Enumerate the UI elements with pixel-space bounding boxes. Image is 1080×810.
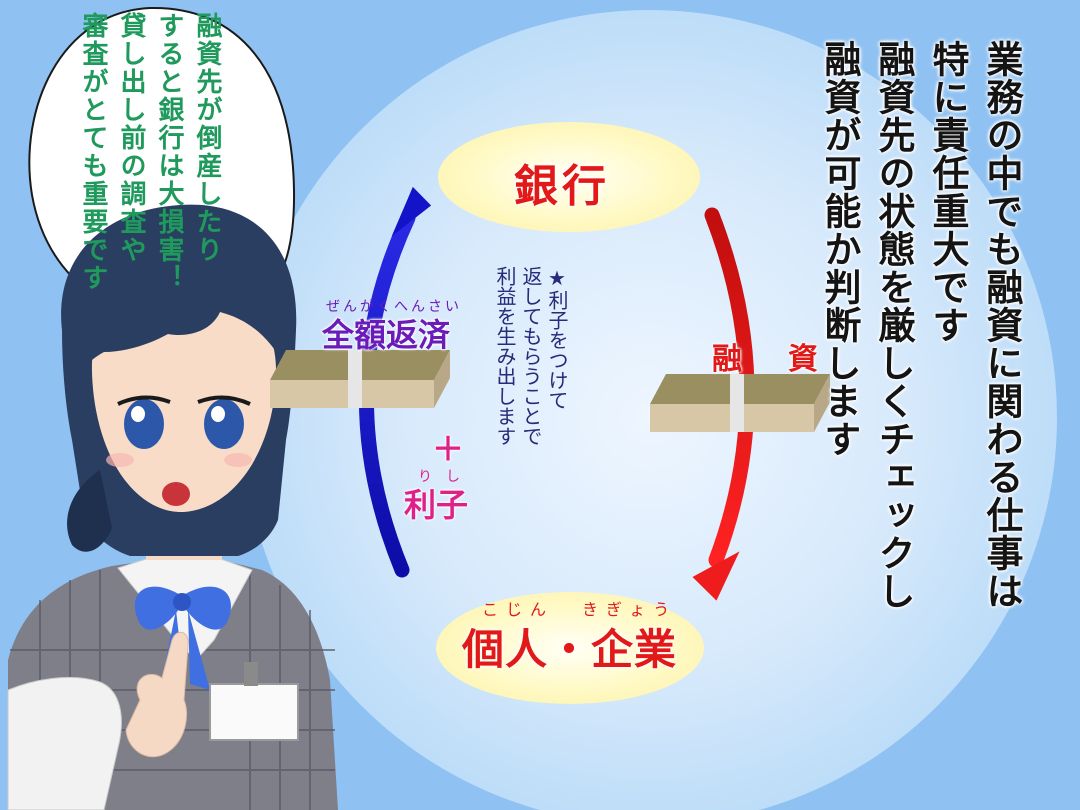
profit-note-line-2: 返してもらうことで [519,266,543,446]
bubble-line-3: 貸し出し前の調査や [116,12,146,264]
loan-arrowhead [692,551,740,601]
bank-label: 銀行 [514,161,610,212]
loan-label-1: 融 [712,342,742,377]
money-stack-left [270,350,450,408]
client-label: 個人・企業 [462,625,678,674]
woman-illustration [7,204,338,810]
money-stack-right [650,374,830,432]
repayment-furigana: ぜんがくへんさい [326,299,462,315]
bubble-text: 融資先が倒産したり すると銀行は大損害！ 貸し出し前の調査や 審査がとても重要で… [74,12,226,292]
plus-sign: ＋ [432,430,465,468]
client-node [436,592,704,704]
client-furigana-2: きぎょう [582,600,678,619]
bubble-line-2: すると銀行は大損害！ [154,12,184,292]
profit-note-line-1: ★利子をつけて [545,266,569,410]
main-line-1: 業務の中でも融資に関わる仕事は [980,40,1023,610]
profit-note: ★利子をつけて 返してもらうことで 利益を生み出します [492,266,570,446]
profit-note-line-3: 利益を生み出します [493,266,517,446]
repayment-label: 全額返済 [322,316,451,354]
bubble-line-4: 審査がとても重要です [78,12,108,292]
loan-label-2: 資 [788,342,818,377]
repay-arrowhead [391,186,432,237]
interest-label: 利子 [404,486,469,524]
main-line-3: 融資先の状態を厳しくチェックし [872,40,915,610]
bubble-line-1: 融資先が倒産したり [192,12,222,264]
interest-furigana: りし [418,469,474,485]
client-furigana-1: こじん [482,600,555,619]
bank-node [438,122,700,232]
main-line-2: 特に責任重大です [926,40,969,344]
main-explanation: 業務の中でも融資に関わる仕事は 特に責任重大です 融資先の状態を厳しくチェックし… [812,40,1028,610]
main-line-4: 融資が可能か判断します [818,40,861,458]
